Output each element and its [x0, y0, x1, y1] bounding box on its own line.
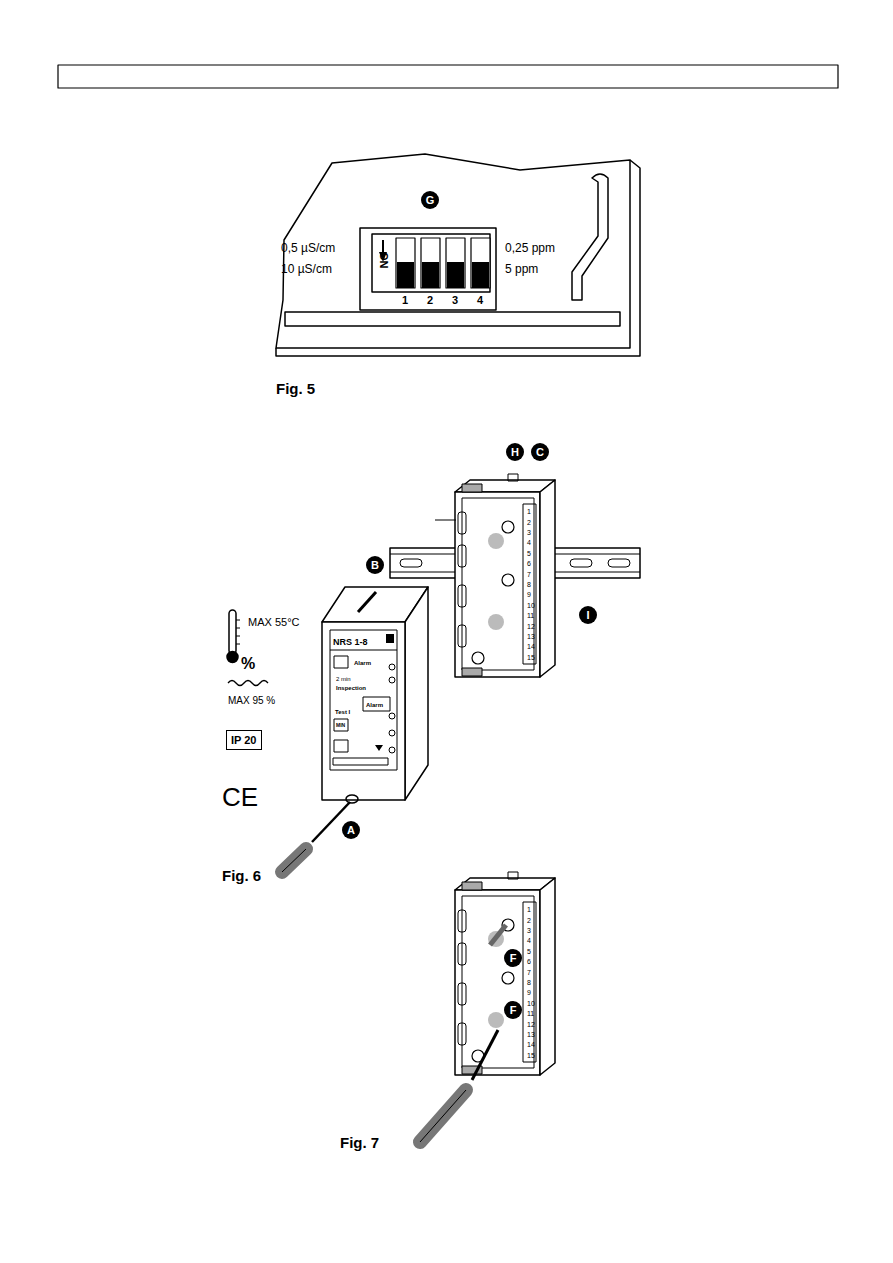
terminal-number: 15 [527, 1052, 535, 1059]
range-label: 0,5 µS/cm [281, 242, 335, 254]
terminal-number: 15 [527, 654, 535, 661]
terminal-number: 9 [527, 591, 531, 598]
terminal-number: 4 [527, 539, 531, 546]
terminal-number: 8 [527, 581, 531, 588]
terminal-number: 2 [527, 917, 531, 924]
terminal-number: 11 [527, 612, 534, 619]
callout-letter-text: F [510, 953, 517, 964]
terminal-number: 6 [527, 958, 531, 965]
callout-letter: F [504, 1001, 522, 1019]
module-name: NRS 1-8 [333, 638, 368, 647]
ce-mark: CE [222, 784, 258, 810]
callout-letter: I [579, 606, 597, 624]
terminal-number: 14 [527, 643, 535, 650]
terminal-number: 3 [527, 927, 531, 934]
terminal-number: 9 [527, 989, 531, 996]
callout-letter: F [504, 949, 522, 967]
panel-text: MIN [336, 723, 345, 728]
callout-letter: B [366, 556, 384, 574]
range-label: 0,25 ppm [505, 242, 555, 254]
terminal-number: 12 [527, 1021, 535, 1028]
callout-letter: H [506, 443, 524, 461]
panel-text: 2 min [336, 676, 351, 682]
switch-number: 3 [452, 295, 458, 306]
terminal-number: 2 [527, 519, 531, 526]
terminal-number: 10 [527, 602, 535, 609]
temperature-rating: MAX 55°C [248, 617, 299, 628]
terminal-number: 13 [527, 633, 535, 640]
terminal-number: 1 [527, 906, 531, 913]
switch-on-label: ON [378, 252, 389, 269]
humidity-symbol: % [241, 656, 255, 672]
callout-letter-text: G [426, 195, 435, 206]
terminal-number: 7 [527, 969, 531, 976]
terminal-number: 13 [527, 1031, 535, 1038]
panel-text: Inspection [336, 685, 366, 691]
switch-number: 4 [477, 295, 483, 306]
terminal-number: 1 [527, 508, 531, 515]
figure-caption: Fig. 5 [276, 381, 315, 396]
callout-letter-text: A [347, 825, 355, 836]
terminal-number: 10 [527, 1000, 535, 1007]
callout-letter-text: H [511, 447, 519, 458]
callout-letter: A [342, 821, 360, 839]
panel-text: Alarm [354, 660, 371, 666]
terminal-number: 3 [527, 529, 531, 536]
callout-letter-text: F [510, 1005, 517, 1016]
range-label: 10 µS/cm [281, 263, 332, 275]
callout-letter-text: I [586, 610, 589, 621]
figure-caption: Fig. 7 [340, 1135, 379, 1150]
callout-letter-text: C [536, 447, 544, 458]
rating-text: IP 20 [231, 734, 257, 746]
switch-number: 2 [427, 295, 433, 306]
rating-box: IP 20 [226, 730, 262, 750]
terminal-number: 12 [527, 623, 535, 630]
terminal-number: 5 [527, 550, 531, 557]
terminal-number: 8 [527, 979, 531, 986]
terminal-number: 4 [527, 937, 531, 944]
switch-number: 1 [402, 295, 408, 306]
terminal-number: 11 [527, 1010, 534, 1017]
figure-caption: Fig. 6 [222, 868, 261, 883]
terminal-number: 6 [527, 560, 531, 567]
callout-letter: C [531, 443, 549, 461]
terminal-number: 14 [527, 1041, 535, 1048]
terminal-number: 5 [527, 948, 531, 955]
terminal-number: 7 [527, 571, 531, 578]
panel-text: Alarm [366, 702, 383, 708]
humidity-rating: MAX 95 % [228, 696, 275, 706]
panel-text: Test I [335, 709, 350, 715]
callout-letter-text: B [371, 560, 379, 571]
callout-letter: G [421, 191, 439, 209]
range-label: 5 ppm [505, 263, 538, 275]
